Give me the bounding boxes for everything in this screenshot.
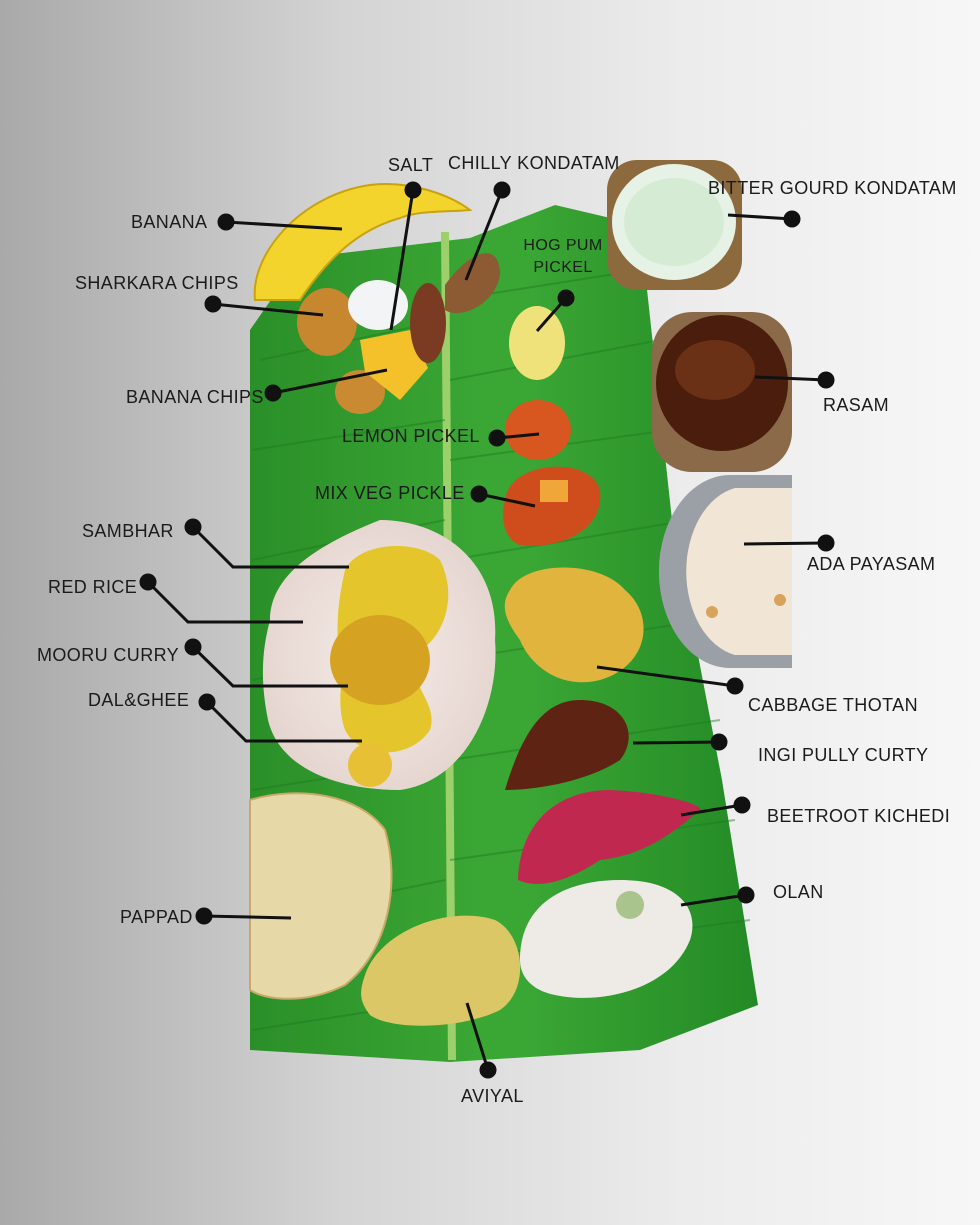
label-sharkara-chips: SHARKARA CHIPS: [75, 273, 239, 293]
mix-veg-pickle: [503, 466, 601, 546]
beetroot-kichedi: [518, 790, 701, 884]
label-banana: BANANA: [131, 212, 208, 232]
label-chilly-kondatam: CHILLY KONDATAM: [448, 153, 620, 173]
label-ingi-pully-curty: INGI PULLY CURTY: [758, 745, 929, 765]
pointer-mix-veg-pickle: [470, 485, 536, 508]
pointer-pappad: [195, 907, 292, 925]
label-rasam: RASAM: [823, 395, 890, 415]
label-mix-veg-pickle: MIX VEG PICKLE: [315, 483, 465, 503]
label-red-rice: RED RICE: [48, 577, 138, 597]
chilly-kondatam: [445, 253, 500, 314]
label-lemon-pickel: LEMON PICKEL: [342, 426, 480, 446]
pointer-rasam: [754, 371, 835, 389]
pointer-banana: [217, 213, 343, 231]
label-dal-ghee: DAL&GHEE: [88, 690, 190, 710]
banana-chips: [360, 330, 428, 400]
pointer-cabbage-thotan: [596, 665, 744, 695]
cabbage-thotan: [504, 567, 644, 683]
pointer-ingi-pully: [632, 733, 728, 751]
ingi-pully: [505, 700, 629, 790]
label-bitter-gourd-kondatam: BITTER GOURD KONDATAM: [708, 178, 957, 198]
pointer-hog-pum-pickel: [535, 289, 575, 332]
pointer-bitter-gourd: [727, 210, 801, 228]
pointer-lemon-pickel: [488, 429, 540, 447]
olan: [520, 880, 693, 998]
label-beetroot-kichedi: BEETROOT KICHEDI: [767, 806, 951, 826]
label-ada-payasam: ADA PAYASAM: [807, 554, 936, 574]
pointer-aviyal: [465, 1002, 497, 1079]
pointer-sambhar: [184, 518, 349, 569]
label-hog-pum-pickel: HOG PUM PICKEL: [523, 237, 603, 276]
label-sambhar: SAMBHAR: [82, 521, 174, 541]
label-banana-chips: BANANA CHIPS: [126, 387, 264, 407]
pappad: [249, 792, 393, 1000]
label-olan: OLAN: [773, 882, 824, 902]
rasam-cup: [652, 312, 792, 472]
label-aviyal: AVIYAL: [461, 1086, 524, 1106]
banana-fruit: [253, 183, 473, 301]
ada-payasam-cup: [658, 475, 792, 668]
sharkara-chips: [297, 288, 357, 356]
pointer-banana-chips: [264, 368, 388, 402]
pointer-olan: [680, 886, 755, 907]
pointer-chilly-kondatam: [464, 181, 511, 281]
pointer-ada-payasam: [743, 534, 835, 552]
pointer-salt: [389, 181, 422, 331]
label-pappad: PAPPAD: [120, 907, 193, 927]
label-cabbage-thotan: CABBAGE THOTAN: [748, 695, 918, 715]
pointer-red-rice: [139, 573, 303, 624]
lemon-pickel: [505, 400, 571, 460]
label-salt: SALT: [388, 155, 434, 175]
pointer-beetroot: [680, 796, 751, 817]
label-mooru-curry: MOORU CURRY: [37, 645, 180, 665]
aviyal: [361, 915, 521, 1026]
pointer-dal-ghee: [198, 693, 362, 743]
hog-pum-pickel: [509, 306, 565, 380]
bitter-gourd-kondatam-cup: [607, 160, 742, 290]
pointer-mooru-curry: [184, 638, 348, 688]
pointer-sharkara-chips: [204, 295, 324, 317]
